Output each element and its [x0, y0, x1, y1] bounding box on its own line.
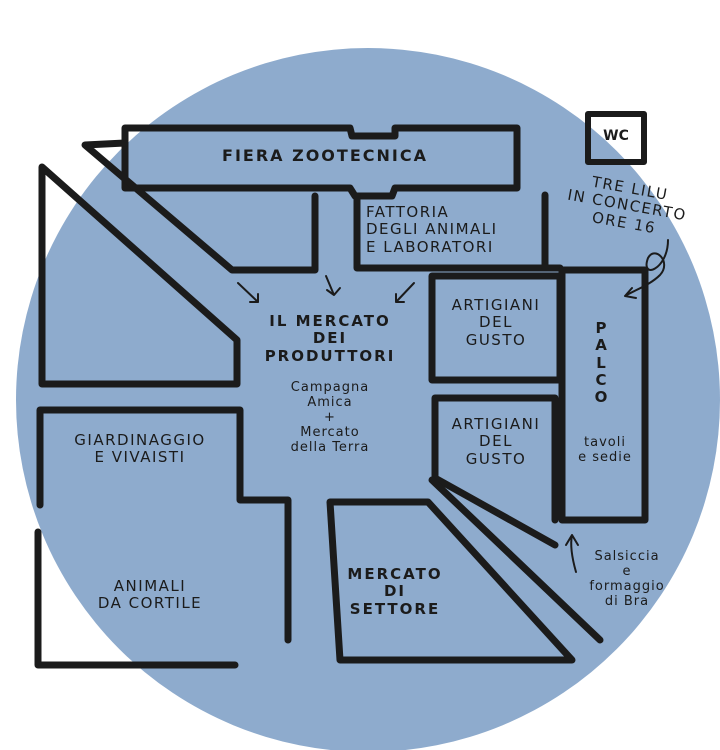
- giardinaggio-building[interactable]: [36, 406, 292, 644]
- palco-building[interactable]: [558, 266, 649, 524]
- label-giardinaggio: GIARDINAGGIO E VIVAISTI: [74, 431, 206, 467]
- arrow-icon: [395, 282, 415, 303]
- label-mercato-produttori: IL MERCATO DEI PRODUTTORI: [264, 312, 396, 365]
- label-campagna-amica: Campagna Amica + Mercato della Terra: [290, 380, 370, 455]
- artigiani-2-building[interactable]: [431, 394, 559, 549]
- label-artigiani-1: ARTIGIANI DEL GUSTO: [451, 296, 541, 349]
- fattoria-building[interactable]: [353, 192, 564, 272]
- arrow-icon: [624, 239, 669, 299]
- label-animali-cortile: ANIMALI DA CORTILE: [97, 577, 203, 613]
- label-artigiani-2: ARTIGIANI DEL GUSTO: [451, 415, 541, 468]
- wall-left: [38, 163, 241, 388]
- label-mercato-settore: MERCATO DI SETTORE: [347, 565, 443, 618]
- arrow-icon: [325, 275, 341, 296]
- label-palco: P A L C O: [594, 319, 610, 406]
- wall-top-left: [81, 139, 319, 274]
- road-edge-right: [428, 476, 604, 644]
- label-tavoli-sedie: tavoli e sedie: [578, 435, 632, 465]
- arrow-icon: [565, 534, 579, 573]
- arrow-icon: [237, 282, 259, 303]
- fiera-building[interactable]: [121, 124, 521, 200]
- wc-box[interactable]: [585, 111, 647, 165]
- label-fattoria: FATTORIA DEGLI ANIMALI E LABORATORI: [366, 203, 498, 256]
- mercato-settore-building[interactable]: [326, 498, 576, 664]
- label-wc[interactable]: WC: [603, 128, 629, 144]
- animali-corner: [34, 528, 239, 669]
- label-fiera-zootecnica: FIERA ZOOTECNICA: [222, 146, 428, 165]
- note-salsiccia: Salsiccia e formaggio di Bra: [589, 549, 665, 609]
